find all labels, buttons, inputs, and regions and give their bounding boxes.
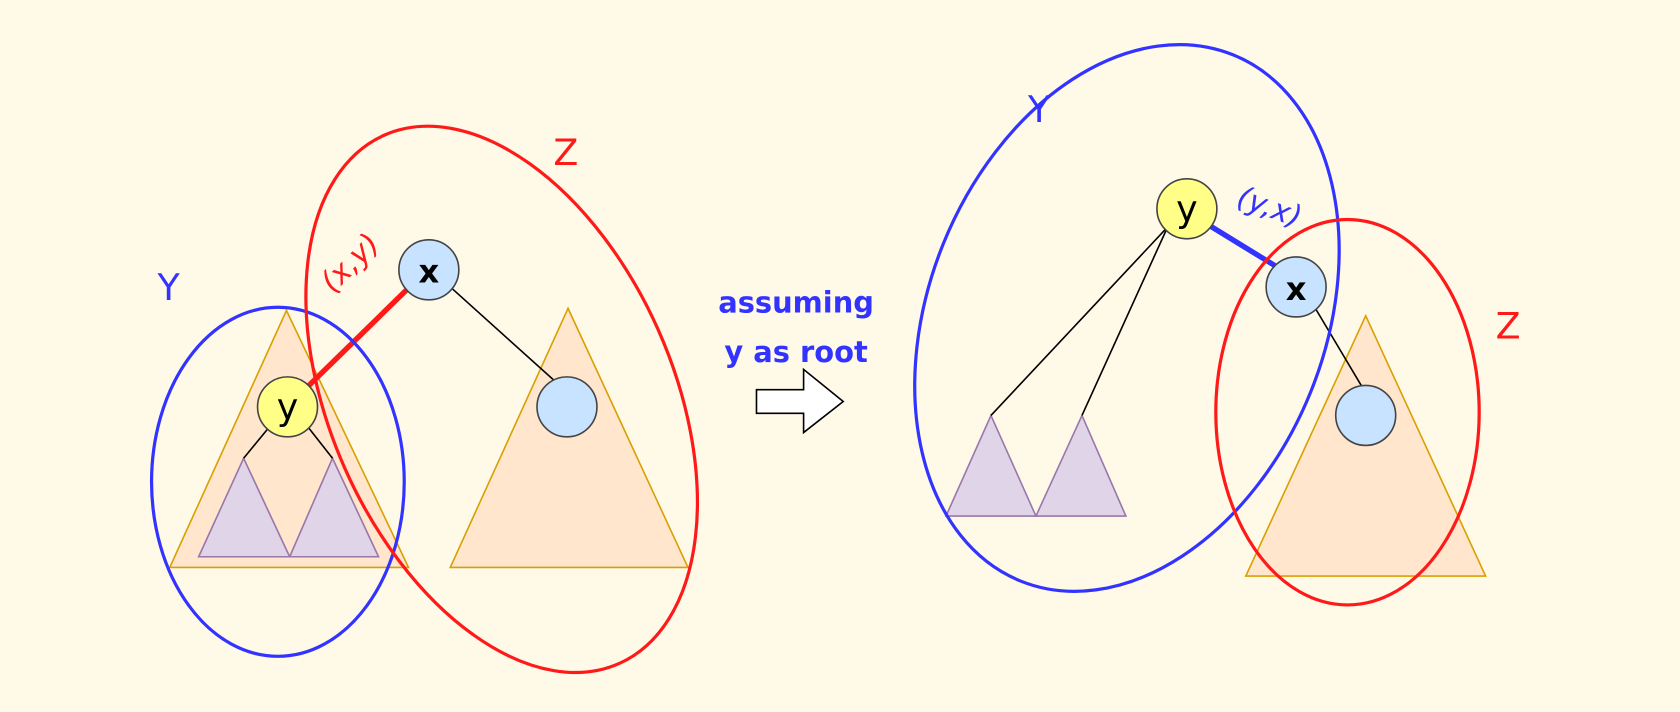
edge-y-right [1081,226,1169,416]
right-arrow-icon [755,367,845,435]
subtree-purple-2 [1034,413,1128,517]
node-leaf [1334,384,1397,447]
edge-y-x-highlight [1206,222,1277,268]
arrow-caption-line2: y as root [724,335,868,369]
subtree-leaf-orange [449,306,690,569]
edge-x-leaf [449,286,558,384]
node-x-label: x [1286,270,1307,308]
Y-label: Y [1027,88,1051,131]
Y-label: Y [157,266,181,309]
node-y [1156,178,1218,240]
edge-y-left [243,427,269,459]
node-y-label: y [277,386,299,429]
Z-label: Z [1496,304,1521,347]
Y-group-ellipse [913,43,1341,593]
arrow-caption-line1: assuming [718,286,874,320]
node-y-label: y [1176,188,1198,231]
edge-x-leaf [1314,307,1364,388]
edge-y-right [308,427,334,459]
subtree-purple-1 [944,413,1038,517]
node-y [256,376,319,438]
Z-group-ellipse [1214,217,1481,607]
subtree-purple-2 [288,456,380,558]
Z-label: Z [553,131,578,174]
node-leaf [536,376,598,438]
node-x [1265,256,1327,318]
node-x-label: x [419,253,440,291]
edge-x-y-highlight [307,285,412,388]
Z-group-ellipse [304,124,700,675]
subtree-purple-1 [197,456,291,558]
Y-group-ellipse [149,305,406,658]
left-tree: y x Y Z (x,y) [149,124,700,675]
edge-y-left [990,226,1169,416]
transition-arrow: assuming y as root [718,286,874,435]
node-x [398,239,460,301]
right-tree: y x Y Z (y,x) [913,43,1521,607]
